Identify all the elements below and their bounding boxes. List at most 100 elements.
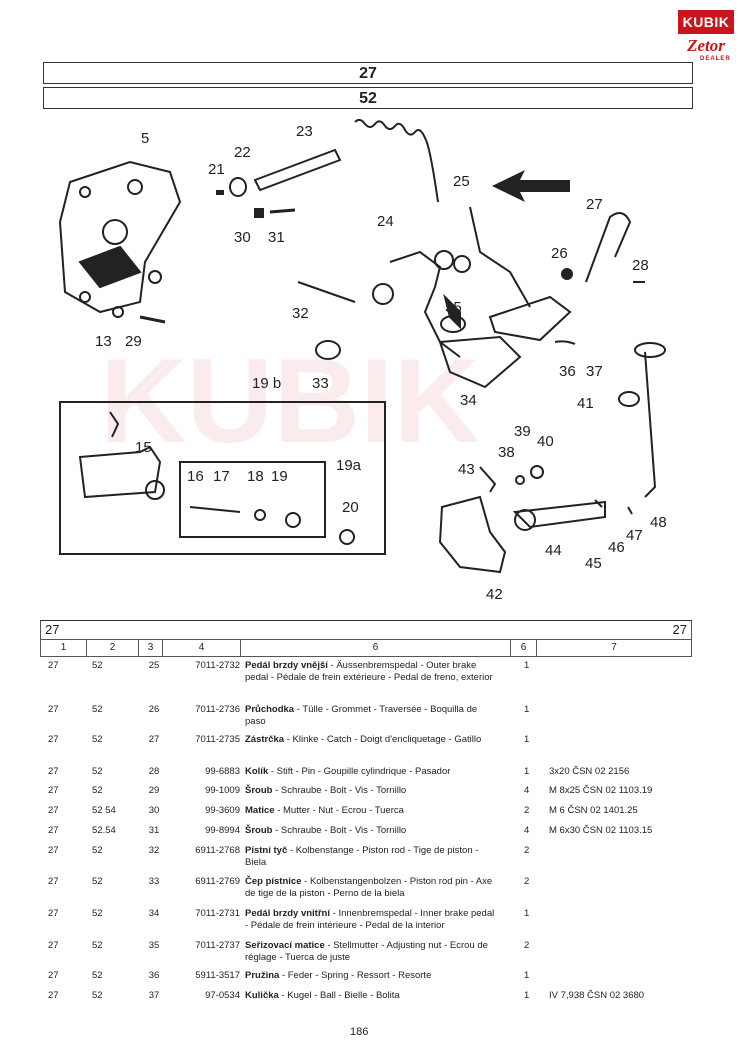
cell-c3: 26 bbox=[148, 704, 160, 715]
cell-qty: 1 bbox=[524, 734, 530, 745]
piston-subgroup-box bbox=[179, 461, 326, 538]
part-name: Seřizovací matice bbox=[245, 940, 325, 951]
cylinder-group-box bbox=[59, 401, 386, 555]
part-name: Kolík bbox=[245, 766, 269, 777]
cell-qty: 2 bbox=[524, 940, 530, 951]
label-16: 16 bbox=[187, 468, 204, 485]
part-32-shape bbox=[297, 281, 356, 303]
dealer-logo: KUBIK Zetor DEALER bbox=[676, 10, 736, 62]
label-39: 39 bbox=[514, 423, 531, 440]
cell-c4: 99-3609 bbox=[205, 805, 240, 816]
cell-c1: 27 bbox=[48, 805, 59, 816]
cell-qty: 1 bbox=[524, 766, 530, 777]
label-31: 31 bbox=[268, 229, 285, 246]
cell-c4: 99-1009 bbox=[205, 785, 240, 796]
cell-c4: 7011-2731 bbox=[195, 908, 240, 919]
cell-description: Seřizovací matice - Stellmutter - Adjust… bbox=[245, 940, 495, 964]
part-name: Pedál brzdy vnitřní bbox=[245, 908, 330, 919]
cell-c1: 27 bbox=[48, 785, 59, 796]
label-20: 20 bbox=[342, 499, 359, 516]
logo-sub: Zetor bbox=[687, 36, 725, 55]
part-translations: - Schraube - Bolt - Vis - Tornillo bbox=[272, 825, 407, 836]
label-5: 5 bbox=[141, 130, 149, 147]
cell-description: Kolík - Stift - Pin - Goupille cylindriq… bbox=[245, 766, 495, 778]
cell-qty: 2 bbox=[524, 845, 530, 856]
label-40: 40 bbox=[537, 433, 554, 450]
cell-description: Kulička - Kugel - Ball - Bielle - Bolita bbox=[245, 990, 495, 1002]
label-37: 37 bbox=[586, 363, 603, 380]
cell-c2: 52.54 bbox=[92, 825, 116, 836]
col-header-1: 1 bbox=[41, 640, 87, 656]
label-19: 19 bbox=[271, 468, 288, 485]
cell-description: Pedál brzdy vnitřní - Innenbremspedal - … bbox=[245, 908, 495, 932]
part-translations: - Mutter - Nut - Ecrou - Tuerca bbox=[274, 805, 404, 816]
label-35: 35 bbox=[445, 299, 462, 316]
label-28: 28 bbox=[632, 257, 649, 274]
part-translations: - Klinke - Catch - Doigt d'encliquetage … bbox=[284, 734, 482, 745]
cell-c2: 52 bbox=[92, 734, 103, 745]
cell-qty: 4 bbox=[524, 825, 530, 836]
page-number: 186 bbox=[350, 1026, 369, 1038]
label-19a: 19a bbox=[336, 457, 362, 474]
cell-qty: 2 bbox=[524, 876, 530, 887]
label-38: 38 bbox=[498, 444, 515, 461]
cell-c2: 52 bbox=[92, 876, 103, 887]
table-top-left: 27 bbox=[45, 622, 60, 637]
cell-c4: 6911-2769 bbox=[195, 876, 240, 887]
cell-c3: 36 bbox=[148, 970, 160, 981]
cell-c2: 52 bbox=[92, 940, 103, 951]
col-header-6: 6 bbox=[511, 640, 537, 656]
cell-c4: 6911-2768 bbox=[195, 845, 240, 856]
label-27: 27 bbox=[586, 196, 603, 213]
label-15: 15 bbox=[135, 439, 152, 456]
label-32: 32 bbox=[292, 305, 309, 322]
cell-c1: 27 bbox=[48, 734, 59, 745]
cell-c4: 7011-2737 bbox=[195, 940, 240, 951]
cell-c4: 7011-2736 bbox=[195, 704, 240, 715]
part-name: Šroub bbox=[245, 825, 273, 836]
cell-c1: 27 bbox=[48, 908, 59, 919]
cell-description: Šroub - Schraube - Bolt - Vis - Tornillo bbox=[245, 825, 495, 837]
part-translations: - Kolbenstangenbolzen - Piston rod pin -… bbox=[245, 876, 493, 899]
master-cylinder bbox=[78, 411, 165, 500]
label-46: 46 bbox=[608, 539, 625, 556]
cell-c1: 27 bbox=[48, 766, 59, 777]
part-29-shape bbox=[139, 315, 166, 324]
part-translations: - Kugel - Ball - Bielle - Bolita bbox=[278, 990, 400, 1001]
cell-qty: 1 bbox=[524, 660, 530, 671]
cell-description: Matice - Mutter - Nut - Ecrou - Tuerca bbox=[245, 805, 495, 817]
piston-parts bbox=[189, 506, 355, 545]
part-36-shape bbox=[554, 340, 576, 345]
part-translations: - Feder - Spring - Ressort - Resorte bbox=[279, 970, 432, 981]
cell-c4: 99-6883 bbox=[205, 766, 240, 777]
label-43: 43 bbox=[458, 461, 475, 478]
cell-c2: 52 bbox=[92, 970, 103, 981]
group-number-box: 27 bbox=[43, 62, 693, 84]
cell-note: 3x20 ČSN 02 2156 bbox=[549, 766, 630, 777]
table-header: 1 2 3 4 6 6 7 bbox=[40, 639, 692, 657]
cell-description: Šroub - Schraube - Bolt - Vis - Tornillo bbox=[245, 785, 495, 797]
label-17: 17 bbox=[213, 468, 230, 485]
label-13: 13 bbox=[95, 333, 112, 350]
part-23-rod bbox=[253, 148, 342, 192]
part-27-catch bbox=[585, 212, 632, 283]
label-48: 48 bbox=[650, 514, 667, 531]
col-header-5: 6 bbox=[241, 640, 511, 656]
part-name: Kulička bbox=[245, 990, 279, 1001]
cell-note: M 6x30 ČSN 02 1103.15 bbox=[549, 825, 653, 836]
part-translations: - Kolbenstange - Piston rod - Tige de pi… bbox=[245, 845, 479, 868]
part-name: Šroub bbox=[245, 785, 273, 796]
label-26: 26 bbox=[551, 245, 568, 262]
label-25: 25 bbox=[453, 173, 470, 190]
part-name: Pístní tyč bbox=[245, 845, 288, 856]
cell-c2: 52 bbox=[92, 766, 103, 777]
cell-description: Pedál brzdy vnější - Äussenbremspedal - … bbox=[245, 660, 495, 684]
cell-note: IV 7,938 ČSN 02 3680 bbox=[549, 990, 645, 1001]
part-26-shape bbox=[561, 268, 573, 280]
